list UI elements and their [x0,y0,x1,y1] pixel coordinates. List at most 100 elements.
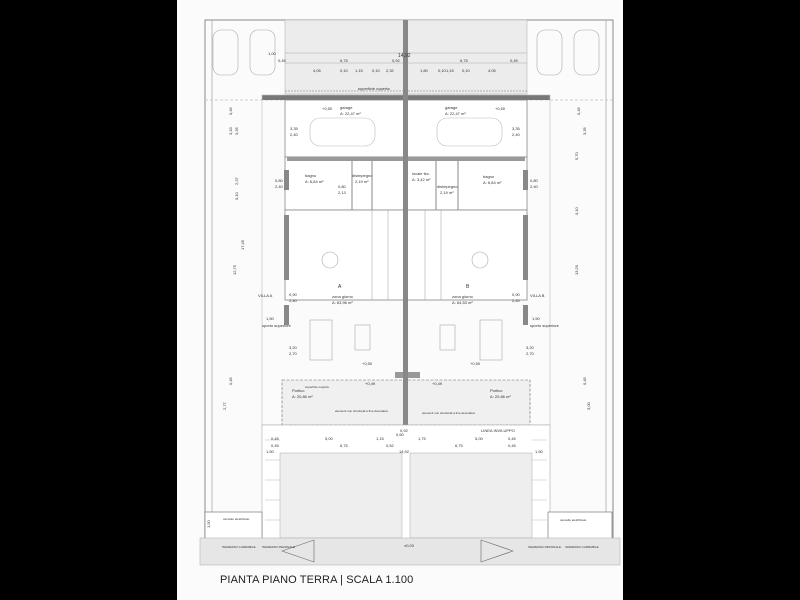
level: +0,49 [432,381,443,386]
room-label: garage [445,105,458,110]
gate-label: cancello elettrificato [560,518,587,522]
svg-text:5,00: 5,00 [325,436,334,441]
dim: 3,35 [290,126,299,131]
dim: 0,10 [438,68,447,73]
driveway-arrow-right [480,539,514,563]
room-area: A: 6,84 m² [305,179,324,184]
dim: 4,05 [313,68,322,73]
dim: 6,75 [460,58,469,63]
car-icon [309,117,503,147]
party-wall [403,20,408,545]
dim: 0,80 [275,178,284,183]
svg-text:1,15: 1,15 [376,436,385,441]
svg-text:0,52: 0,52 [386,443,395,448]
svg-text:0,10: 0,10 [574,206,579,215]
room-area: 2,19 m² [355,179,369,184]
dim-total-top: 14,92 [398,53,411,59]
svg-text:3,35: 3,35 [582,126,587,135]
covered-label: superficie coperta [305,385,329,389]
svg-text:0,45: 0,45 [576,106,581,115]
street [199,537,621,566]
dim: 0,80 [530,178,539,183]
room-label: bagno [483,174,495,179]
dim: 0,92 [392,58,401,63]
room-label: zona giorno [332,294,354,299]
room-label: bagno [305,173,317,178]
room-area: A: 22,47 m² [340,111,361,116]
drawing-caption: PIANTA PIANO TERRA | SCALA 1.100 [220,574,414,586]
level: +0,50 [362,361,373,366]
dim: 0,92 [400,428,409,433]
dim: 1,80 [420,68,429,73]
dim: 3,20 [526,345,535,350]
svg-text:3,00: 3,00 [586,401,591,410]
dim: 1,15 [446,68,455,73]
level: +0,50 [470,361,481,366]
dim: 2,40 [512,298,521,303]
car-icon [212,29,600,76]
dim: 1,50 [266,449,275,454]
dim: 2,32 [386,68,395,73]
dim: 1,50 [266,316,275,321]
gate-right [547,511,613,541]
dim: 1,50 [532,316,541,321]
bottom-dims-row2: 0,45 6,75 0,52 6,75 0,45 [271,443,517,448]
bottom-dims-row1: 0,45 5,00 1,15 0,60 1,75 5,00 0,45 [271,432,517,441]
room-area: A: 3,42 m² [412,177,431,182]
svg-text:0,45: 0,45 [228,376,233,385]
svg-text:6,75: 6,75 [455,443,464,448]
svg-text:INGRESSO CARRABILE: INGRESSO CARRABILE [565,545,599,549]
svg-text:0,45: 0,45 [271,436,280,441]
note: elementi non strutturali a fine decorati… [335,409,389,413]
svg-text:5,70: 5,70 [574,151,579,160]
entrance-labels: INGRESSO CARRABILE INGRESSO PEDONALE ING… [222,545,599,549]
room-area: 2,19 m² [440,190,454,195]
right-vertical-dims: 13,20 5,70 3,35 0,45 0,10 3,00 0,45 [574,106,591,410]
overhang-label: sporto superiore [262,323,292,328]
dim: 2,40 [290,132,299,137]
svg-text:6,75: 6,75 [340,443,349,448]
level: +0,49 [365,381,376,386]
room-area: A: 64,53 m² [452,300,473,305]
note: elementi non strutturali a fine decorati… [422,411,476,415]
svg-text:1,75: 1,75 [418,436,427,441]
dim: 0,10 [462,68,471,73]
svg-text:0,45: 0,45 [508,436,517,441]
svg-text:INGRESSO PEDONALE: INGRESSO PEDONALE [262,545,295,549]
svg-text:17,45: 17,45 [240,239,245,250]
room-label: locale tec. [412,171,430,176]
front-garden-right [409,452,533,539]
svg-text:12,75: 12,75 [232,264,237,275]
svg-text:2,77: 2,77 [222,401,227,410]
room-area: A: 20,86 m² [292,394,313,399]
stairs [371,209,389,301]
dim: 2,40 [512,132,521,137]
gate-label: cancello elettrificato [223,517,250,521]
room-area: A: 63,96 m² [332,300,353,305]
dim: 1,15 [355,68,364,73]
room-label: Portico [292,388,305,393]
svg-text:5,00: 5,00 [475,436,484,441]
room-area: A: 6,84 m² [483,180,502,185]
dim: 2,70 [526,351,535,356]
room-label: garage [340,105,353,110]
svg-text:0,45: 0,45 [228,106,233,115]
envelope-line-label: LINEA INVILUPPO [481,428,515,433]
room-area: A: 22,47 m² [445,111,466,116]
svg-text:INGRESSO PEDONALE: INGRESSO PEDONALE [528,545,561,549]
covered-label: superficie coperta [358,86,390,91]
gate-left [204,511,263,541]
front-garden-left [279,452,403,539]
svg-text:2,37: 2,37 [234,176,239,185]
room-area: A: 20,86 m² [490,394,511,399]
room-label: zona giorno [452,294,474,299]
svg-text:0,60: 0,60 [396,432,405,437]
dim: 2,40 [275,184,284,189]
dim: 3,20 [289,345,298,350]
dim: 0,45 [278,58,287,63]
level: +0,50 [322,106,333,111]
unit-label: B [466,284,470,290]
dim: 2,13 [338,190,347,195]
dim: 0,80 [338,184,347,189]
